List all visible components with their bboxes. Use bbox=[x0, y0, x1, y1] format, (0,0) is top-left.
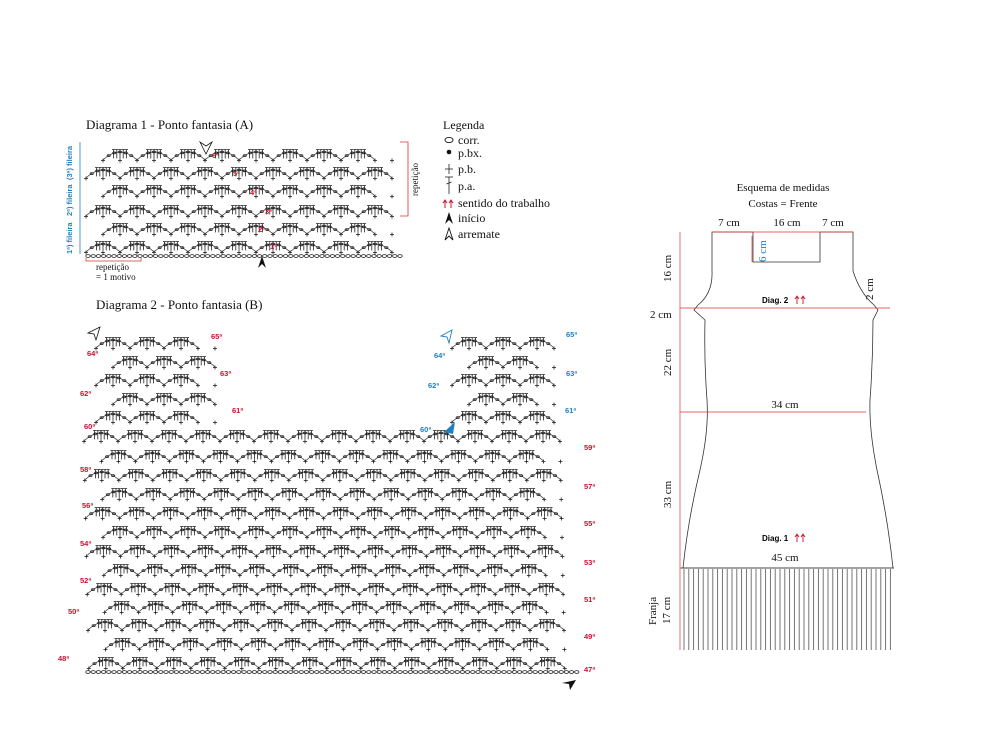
diagram2-row-label-right-3: 53ª bbox=[584, 558, 595, 567]
fringe bbox=[681, 567, 894, 650]
legend-title: Legenda bbox=[443, 118, 485, 132]
legend-item-pbx: p.bx. bbox=[458, 146, 482, 160]
start-icon bbox=[445, 212, 453, 224]
diagram2-row-label-right-2: 51ª bbox=[584, 595, 595, 604]
diagram2-row-label-left-5: 58ª bbox=[80, 465, 91, 474]
diagram2-end-icon-right bbox=[439, 329, 453, 345]
schema-title: Esquema de medidas bbox=[737, 182, 830, 194]
diagram2-lb-right-0: 61ª bbox=[232, 406, 243, 415]
diagram2-row-label-right-4: 55ª bbox=[584, 519, 595, 528]
diagram2-lb-right-1: 63ª bbox=[220, 369, 231, 378]
measure-shoulder-height: 16 cm bbox=[662, 254, 674, 282]
diagram1-row-4: 4ª bbox=[250, 188, 257, 197]
finish-icon bbox=[444, 226, 454, 241]
diagram1-row-2: 2ª bbox=[258, 225, 265, 234]
diagram2-row-label-right-6: 59ª bbox=[584, 443, 595, 452]
diagram2-row-labels: 47ª 49ª 51ª 53ª 55ª 57ª 59ª 48ª 50ª 52ª 54ª 56ª 58ª 6… bbox=[58, 330, 595, 674]
diagram2-row-label-left-4: 56ª bbox=[82, 501, 93, 510]
diagram1-side-label-1: 1ª) fileira bbox=[65, 222, 74, 254]
diagram2-rejoin-icon bbox=[444, 422, 455, 434]
legend: corr. p.bx. p.b. p.a. sentido do trabalh… bbox=[442, 133, 550, 241]
diagram2-rb-left-1: 62ª bbox=[428, 381, 439, 390]
diagram1-row-1: 1ª bbox=[270, 242, 277, 251]
diagram2-lb-left-1: 64ª bbox=[87, 349, 98, 358]
diag2-direction-icon bbox=[794, 295, 806, 304]
legend-item-pa: p.a. bbox=[458, 179, 475, 193]
measure-armhole: 2 cm bbox=[650, 309, 672, 321]
diagram1-row-3: 3ª bbox=[265, 207, 272, 216]
fringe-label: Franja bbox=[647, 597, 659, 625]
diag2-label: Diag. 2 bbox=[762, 296, 789, 305]
measure-top-right: 7 cm bbox=[822, 217, 844, 229]
diagram2-rb-right-1: 63ª bbox=[566, 369, 577, 378]
measure-waist-height: 22 cm bbox=[662, 348, 674, 376]
diagram2-lb-right-2: 65ª bbox=[211, 332, 222, 341]
diagram1-side-label-2: 2ª) fileira bbox=[65, 184, 74, 216]
diagram2-row-label-left-6: 60ª bbox=[84, 422, 95, 431]
diagram2-row-label-left-1: 50ª bbox=[68, 607, 79, 616]
diagram2-chart bbox=[82, 337, 580, 674]
diagram2-row-label-right-1: 49ª bbox=[584, 632, 595, 641]
single-crochet-icon bbox=[445, 164, 453, 174]
legend-item-corr: corr. bbox=[458, 133, 480, 147]
measure-skirt-height: 33 cm bbox=[662, 480, 674, 508]
measure-top-mid: 16 cm bbox=[773, 217, 801, 229]
diagram2-row-label-left-3: 54ª bbox=[80, 539, 91, 548]
diagram2-rb-left-2: 64ª bbox=[434, 351, 445, 360]
chain-icon bbox=[444, 136, 454, 144]
diagram2-rb-right-0: 61ª bbox=[565, 406, 576, 415]
measure-top-left: 7 cm bbox=[718, 217, 740, 229]
diagram2-row-label-left-0: 48ª bbox=[58, 654, 69, 663]
legend-item-start: início bbox=[458, 211, 485, 225]
diagram2-end-icon-left bbox=[86, 326, 101, 342]
diagram1-repeat-bracket bbox=[400, 141, 409, 217]
diagram1-start-icon bbox=[258, 256, 266, 268]
diagram1-repeat-bottom-2: = 1 motivo bbox=[96, 272, 136, 282]
legend-item-direction: sentido do trabalho bbox=[458, 196, 550, 210]
diagram2-rb-left-0: 60ª bbox=[420, 425, 431, 434]
legend-item-pb: p.b. bbox=[458, 162, 476, 176]
measure-neck-depth: 6 cm bbox=[757, 240, 769, 262]
diagram1-end-icon bbox=[198, 140, 214, 155]
schema-subtitle: Costas = Frente bbox=[748, 198, 817, 210]
measure-side-small: 2 cm bbox=[864, 278, 876, 300]
diagram2-title: Diagrama 2 - Ponto fantasia (B) bbox=[96, 297, 262, 312]
fringe-length: 17 cm bbox=[661, 596, 673, 624]
diagram2-row-label-left-2: 52ª bbox=[80, 576, 91, 585]
diag1-label: Diag. 1 bbox=[762, 534, 789, 543]
diagram2-row-label-right-0: 47ª bbox=[584, 665, 595, 674]
diagram1-motif-bracket bbox=[85, 258, 142, 262]
diagram1-row-6: 6ª bbox=[212, 151, 219, 160]
diagram1-row-5: 5ª bbox=[233, 169, 240, 178]
diagram2-start-icon bbox=[562, 680, 576, 690]
diagram1-repeat-bottom-1: repetição bbox=[96, 262, 129, 272]
direction-arrows-icon bbox=[442, 199, 454, 208]
diagram1-title: Diagrama 1 - Ponto fantasia (A) bbox=[86, 117, 253, 132]
measure-hem-width: 45 cm bbox=[771, 552, 799, 564]
diagram2-rb-right-2: 65ª bbox=[566, 330, 577, 339]
diagram2-lb-left-0: 62ª bbox=[80, 389, 91, 398]
double-crochet-icon bbox=[445, 176, 453, 194]
measure-waist-width: 34 cm bbox=[771, 399, 799, 411]
slip-stitch-icon bbox=[446, 149, 452, 155]
legend-item-finish: arremate bbox=[458, 227, 500, 241]
diagram1-chart bbox=[84, 149, 403, 258]
diagram1-side-label-3: (3ª) fileira bbox=[65, 145, 74, 180]
diag1-direction-icon bbox=[794, 533, 806, 542]
diagram1-repeat-side: repetição bbox=[410, 163, 420, 196]
diagram2-row-label-right-5: 57ª bbox=[584, 482, 595, 491]
